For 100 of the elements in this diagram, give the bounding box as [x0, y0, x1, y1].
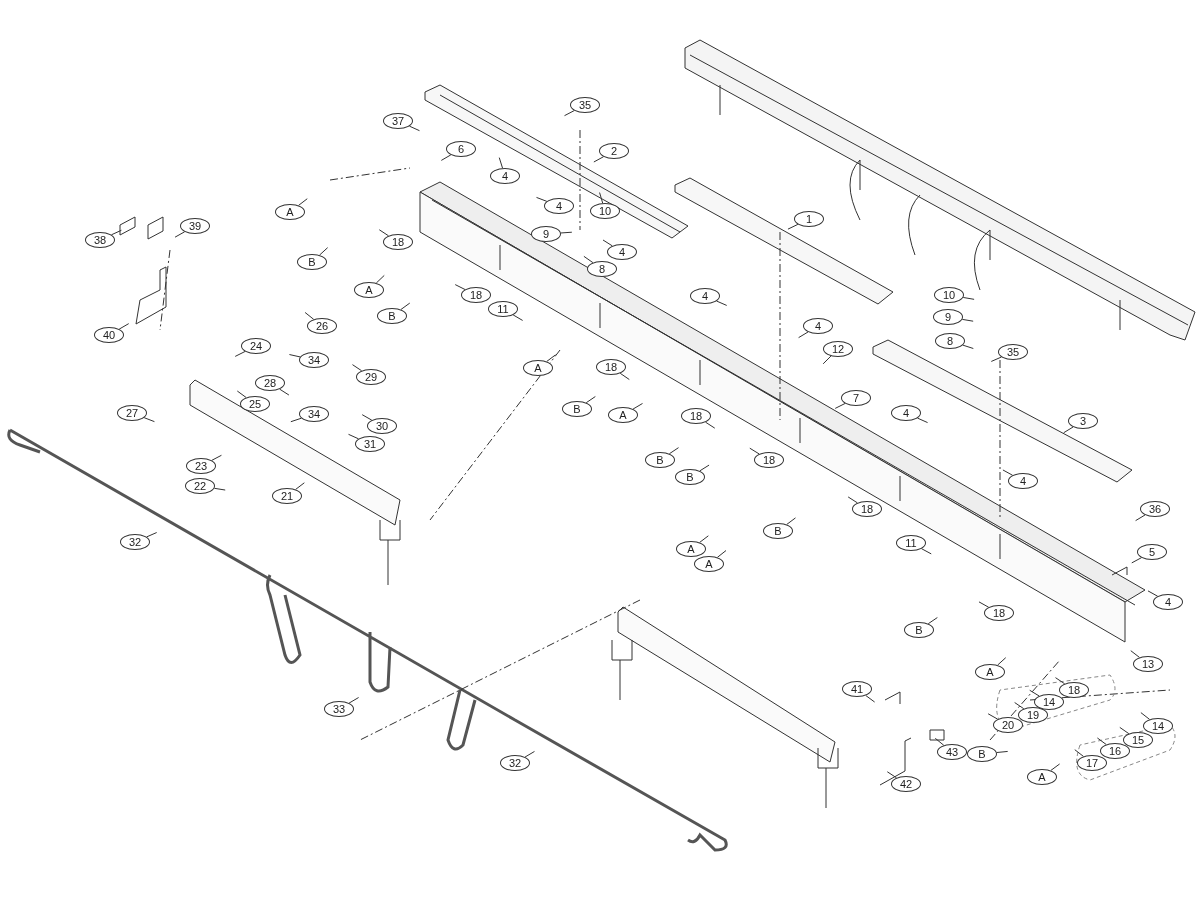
leader-line	[1074, 749, 1084, 757]
leader-line	[1002, 469, 1014, 476]
callout-number: 7	[841, 390, 871, 406]
leader-line	[352, 364, 363, 372]
callout-number: 18	[1059, 682, 1089, 698]
leader-line	[699, 464, 710, 472]
leader-line	[524, 750, 535, 758]
leader-line	[498, 157, 504, 169]
leader-line	[668, 447, 679, 455]
leader-line	[348, 433, 360, 440]
leader-line	[1050, 763, 1061, 771]
callout-number: 17	[1077, 755, 1107, 771]
callout-number: 24	[241, 338, 271, 354]
callout-number: 20	[993, 717, 1023, 733]
leader-line	[1147, 590, 1159, 597]
callout-number: 32	[120, 534, 150, 550]
leader-line	[304, 311, 315, 320]
leader-line	[288, 354, 301, 358]
leader-line	[146, 532, 158, 538]
callout-number: 11	[896, 535, 926, 551]
callout-number: A	[1027, 769, 1057, 785]
leader-line	[978, 601, 990, 608]
leader-line	[234, 350, 246, 357]
leader-line	[319, 247, 329, 256]
leader-line	[716, 550, 727, 558]
leader-line	[990, 356, 1002, 362]
leader-line	[886, 771, 897, 779]
callout-number: 26	[307, 318, 337, 334]
callout-number: B	[377, 308, 407, 324]
leader-line	[512, 314, 524, 321]
leader-line	[560, 231, 573, 234]
leader-line	[632, 402, 643, 410]
callout-number: 8	[587, 261, 617, 277]
callout-number: 29	[356, 369, 386, 385]
callout-number: A	[608, 407, 638, 423]
callout-number: 2	[599, 143, 629, 159]
callout-number: 22	[185, 478, 215, 494]
leader-line	[236, 390, 247, 399]
callout-number: 10	[590, 203, 620, 219]
leader-line	[749, 447, 760, 455]
callout-number: A	[676, 541, 706, 557]
callout-number: 43	[937, 744, 967, 760]
leader-line	[583, 255, 594, 264]
callout-number: 28	[255, 375, 285, 391]
leader-line	[1063, 426, 1074, 434]
leader-line	[822, 355, 832, 365]
callout-number: B	[297, 254, 327, 270]
leader-line	[1140, 712, 1151, 720]
callout-number: A	[694, 556, 724, 572]
leader-line	[564, 110, 575, 117]
callout-number: 4	[803, 318, 833, 334]
callout-number: 18	[461, 287, 491, 303]
leader-line	[962, 344, 974, 349]
callout-number: A	[275, 204, 305, 220]
callout-number: 1	[794, 211, 824, 227]
callout-number: 16	[1100, 743, 1130, 759]
leader-line	[921, 548, 932, 555]
callout-number: 10	[934, 287, 964, 303]
leader-line	[279, 388, 290, 396]
callout-number: 23	[186, 458, 216, 474]
callout-number: 32	[500, 755, 530, 771]
callout-number: 39	[180, 218, 210, 234]
callout-number: 35	[998, 344, 1028, 360]
callout-number: B	[645, 452, 675, 468]
callout-number: 18	[754, 452, 784, 468]
leader-line	[787, 223, 799, 230]
callout-number: 9	[933, 309, 963, 325]
leader-line	[593, 156, 604, 163]
callout-number: B	[763, 523, 793, 539]
callout-number: 11	[488, 301, 518, 317]
leader-line	[375, 274, 385, 284]
leader-line	[454, 284, 466, 291]
callout-number: 34	[299, 352, 329, 368]
leader-line	[1055, 677, 1066, 685]
leader-line	[987, 713, 999, 720]
callout-number: 4	[1008, 473, 1038, 489]
leader-line	[585, 396, 596, 404]
callout-number: B	[904, 622, 934, 638]
callout-number: 13	[1133, 656, 1163, 672]
leader-line	[1130, 650, 1140, 658]
leader-line	[361, 414, 373, 421]
callout-number: 8	[935, 333, 965, 349]
leader-line	[408, 125, 420, 132]
callout-number: 31	[355, 436, 385, 452]
callout-number: 4	[607, 244, 637, 260]
callout-number: 34	[299, 406, 329, 422]
leader-line	[997, 657, 1007, 666]
callout-number: A	[523, 360, 553, 376]
callout-number: 6	[446, 141, 476, 157]
callout-number: 38	[85, 232, 115, 248]
callout-number: B	[562, 401, 592, 417]
callout-number: B	[967, 746, 997, 762]
callout-number: 37	[383, 113, 413, 129]
callout-number: 9	[531, 226, 561, 242]
leader-line	[298, 198, 308, 206]
callout-number: 18	[681, 408, 711, 424]
callout-number: 33	[324, 701, 354, 717]
leader-line	[961, 318, 974, 322]
leader-line	[295, 482, 305, 490]
callout-number: 41	[842, 681, 872, 697]
